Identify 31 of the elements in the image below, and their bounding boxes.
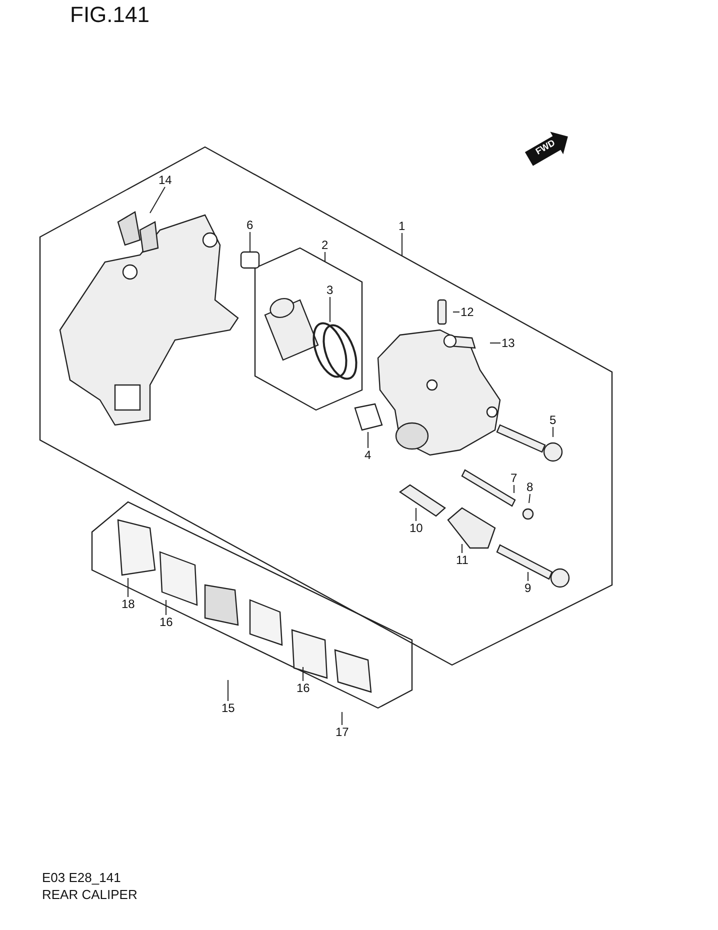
leader-line (490, 342, 501, 344)
nut-drawing (240, 251, 260, 269)
callout-number: 1 (398, 219, 406, 233)
callout-number: 18 (120, 597, 136, 611)
leader-line (552, 426, 554, 438)
direction-label: FWD (534, 138, 557, 156)
pad-spring-drawing (117, 211, 159, 253)
callout-number: 10 (408, 521, 424, 535)
callout-number: 2 (320, 238, 330, 252)
callout-number: 5 (548, 413, 558, 427)
leader-line (324, 252, 326, 262)
callout-number: 15 (220, 701, 236, 715)
leader-line (528, 494, 530, 504)
callout-number: 4 (364, 448, 372, 462)
callout-number: 14 (158, 173, 173, 187)
callout-number: 3 (326, 283, 334, 297)
leader-line (302, 666, 304, 682)
callout-number: 12 (460, 305, 475, 319)
callout-number: 11 (455, 553, 470, 567)
callout-number: 9 (524, 581, 532, 595)
figure-number: FIG.141 (70, 2, 150, 28)
leader-line (150, 186, 166, 214)
callout-number: 13 (500, 336, 516, 350)
callout-number: 16 (158, 615, 174, 629)
callout-number: 16 (296, 681, 311, 695)
diagram-code: E03 E28_141 (42, 870, 121, 885)
callout-number: 7 (510, 471, 518, 485)
callout-number: 17 (334, 725, 350, 739)
callout-number: 8 (526, 480, 534, 494)
section-title: REAR CALIPER (42, 887, 138, 902)
callout-number: 6 (246, 218, 254, 232)
